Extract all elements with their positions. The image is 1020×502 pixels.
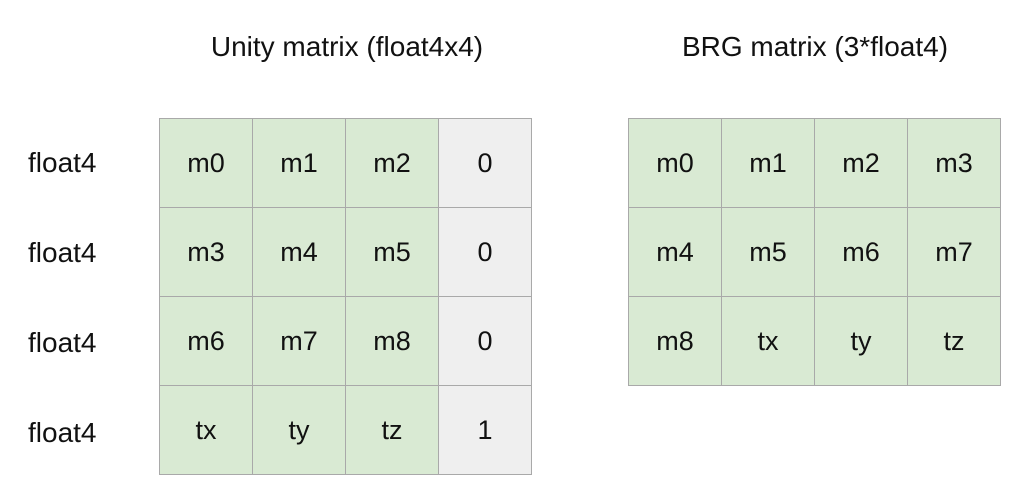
matrix-cell: m4 — [253, 208, 346, 297]
matrix-cell: m3 — [160, 208, 253, 297]
matrix-cell: 0 — [439, 119, 532, 208]
row-label: float4 — [28, 327, 97, 358]
unity-matrix-grid: m0 m1 m2 0 m3 m4 m5 0 m6 m7 m8 0 tx ty t… — [159, 118, 532, 475]
matrix-cell: m6 — [815, 208, 908, 297]
unity-row-labels: float4 float4 float4 float4 — [28, 118, 97, 478]
matrix-cell: tz — [346, 386, 439, 475]
matrix-cell: 0 — [439, 208, 532, 297]
matrix-cell: m1 — [253, 119, 346, 208]
matrix-cell: m2 — [346, 119, 439, 208]
matrix-cell: m5 — [346, 208, 439, 297]
matrix-cell: ty — [253, 386, 346, 475]
matrix-cell: m7 — [253, 297, 346, 386]
matrix-cell: m4 — [629, 208, 722, 297]
matrix-cell: m5 — [722, 208, 815, 297]
row-label: float4 — [28, 237, 97, 268]
unity-matrix-title: Unity matrix (float4x4) — [210, 31, 484, 62]
brg-matrix-grid: m0 m1 m2 m3 m4 m5 m6 m7 m8 tx ty tz — [628, 118, 1001, 386]
matrix-cell: m6 — [160, 297, 253, 386]
matrix-cell: tx — [160, 386, 253, 475]
matrix-cell: m3 — [908, 119, 1001, 208]
row-label: float4 — [28, 147, 97, 178]
matrix-cell: m8 — [629, 297, 722, 386]
matrix-cell: 0 — [439, 297, 532, 386]
brg-matrix-title: BRG matrix (3*float4) — [681, 31, 949, 62]
matrix-cell: m0 — [629, 119, 722, 208]
matrix-cell: ty — [815, 297, 908, 386]
matrix-cell: tz — [908, 297, 1001, 386]
matrix-cell: m8 — [346, 297, 439, 386]
matrix-cell: 1 — [439, 386, 532, 475]
row-label: float4 — [28, 417, 97, 448]
matrix-cell: m7 — [908, 208, 1001, 297]
matrix-cell: m0 — [160, 119, 253, 208]
matrix-cell: m1 — [722, 119, 815, 208]
matrix-cell: tx — [722, 297, 815, 386]
matrix-cell: m2 — [815, 119, 908, 208]
